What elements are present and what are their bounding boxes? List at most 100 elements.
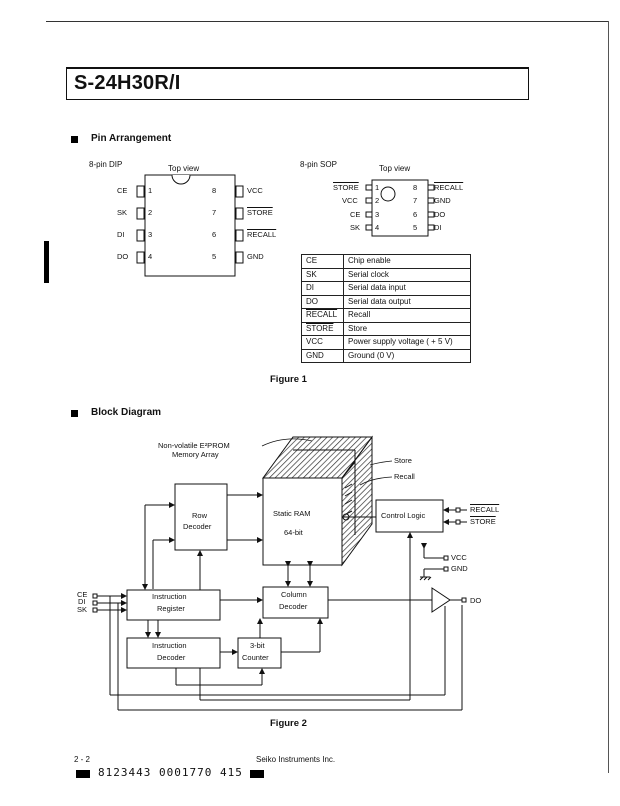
do-pin-label: DO xyxy=(470,596,482,605)
title-box xyxy=(66,67,529,100)
di-pin-label: DI xyxy=(78,597,86,606)
desc-cell: Power supply voltage ( + 5 V) xyxy=(343,335,471,350)
dip-pin-name: RECALL xyxy=(247,230,277,239)
counter-label: 3-bit xyxy=(250,641,265,650)
sop-pin-name: GND xyxy=(434,196,451,205)
desc-cell: Ground (0 V) xyxy=(343,348,471,363)
sop-label: 8-pin SOP xyxy=(300,160,337,169)
sop-package xyxy=(365,179,435,237)
barcode-mark xyxy=(250,770,264,778)
sop-pin-num: 3 xyxy=(375,210,380,219)
row-decoder-label: Decoder xyxy=(183,522,212,531)
dip-pin-num: 7 xyxy=(212,208,217,217)
instruction-register-block xyxy=(126,589,221,621)
store-pin-label: STORE xyxy=(470,517,496,526)
instruction-decoder-label: Decoder xyxy=(157,653,186,662)
dip-pin-name: CE xyxy=(117,186,128,195)
dip-pin-name: GND xyxy=(247,252,264,261)
dip-pin-name: VCC xyxy=(247,186,263,195)
sop-pin-name: DO xyxy=(434,210,446,219)
page-number: 2 - 2 xyxy=(74,755,91,764)
sop-pin-num: 5 xyxy=(413,223,418,232)
sram-label: Static RAM xyxy=(273,509,311,518)
company-name: Seiko Instruments Inc. xyxy=(256,755,336,764)
right-rule xyxy=(608,21,609,773)
page-title: S-24H30R/I xyxy=(74,72,181,94)
sop-pin-name: SK xyxy=(350,223,361,232)
sop-view-label: Top view xyxy=(379,164,411,173)
pin-cell: DI xyxy=(301,281,344,296)
desc-cell: Store xyxy=(343,321,471,336)
dip-pin-num: 1 xyxy=(148,186,153,195)
pin-cell: CE xyxy=(301,254,344,269)
desc-cell: Serial clock xyxy=(343,267,471,282)
dip-label: 8-pin DIP xyxy=(89,160,123,169)
dip-pin-name: SK xyxy=(117,208,128,217)
instruction-decoder-label: Instruction xyxy=(152,641,187,650)
dip-pin-name: DO xyxy=(117,252,129,261)
section-title-pin: Pin Arrangement xyxy=(91,133,172,144)
sop-pin-name: CE xyxy=(350,210,361,219)
counter-block xyxy=(237,637,282,669)
instruction-register-label: Register xyxy=(157,604,185,613)
sop-pin-num: 7 xyxy=(413,196,418,205)
eeprom-memory-array xyxy=(262,435,373,567)
memory-array-label: Memory Array xyxy=(172,450,219,459)
sop-pin-num: 2 xyxy=(375,196,380,205)
desc-cell: Serial data input xyxy=(343,281,471,296)
dip-package xyxy=(136,174,244,277)
top-rule xyxy=(46,21,609,22)
dip-pin-num: 4 xyxy=(148,252,153,261)
dip-pin-num: 8 xyxy=(212,186,217,195)
column-decoder-block xyxy=(262,586,329,619)
row-decoder-block xyxy=(174,483,228,551)
recall-pin-label: RECALL xyxy=(470,505,500,514)
vcc-label: VCC xyxy=(451,553,467,562)
sram-size-label: 64-bit xyxy=(284,528,303,537)
sop-pin-num: 8 xyxy=(413,183,418,192)
control-logic-block xyxy=(375,499,444,533)
desc-cell: Recall xyxy=(343,308,471,323)
dip-pin-num: 6 xyxy=(212,230,217,239)
row-decoder-label: Row xyxy=(192,511,208,520)
dip-pin-num: 2 xyxy=(148,208,153,217)
dip-pin-num: 3 xyxy=(148,230,153,239)
pin-cell: VCC xyxy=(301,335,344,350)
barcode-mark xyxy=(76,770,90,778)
section-bullet xyxy=(71,410,78,417)
control-logic-label: Control Logic xyxy=(381,511,426,520)
sop-pin-name: VCC xyxy=(342,196,358,205)
store-label: Store xyxy=(394,456,412,465)
sop-pin-num: 4 xyxy=(375,223,380,232)
pin-cell: RECALL xyxy=(301,308,344,323)
column-decoder-label: Column xyxy=(281,590,307,599)
dip-pin-name: DI xyxy=(117,230,125,239)
instruction-decoder-block xyxy=(126,637,221,669)
pin-cell: STORE xyxy=(301,321,344,336)
instruction-register-label: Instruction xyxy=(152,592,187,601)
dip-pin-num: 5 xyxy=(212,252,217,261)
section-title-block: Block Diagram xyxy=(91,407,162,418)
sop-pin-name: DI xyxy=(434,223,442,232)
column-decoder-label: Decoder xyxy=(279,602,308,611)
gnd-label: GND xyxy=(451,564,468,573)
sop-pin-num: 1 xyxy=(375,183,380,192)
barcode-number: 8123443 0001770 415 xyxy=(98,766,243,779)
sop-pin-num: 6 xyxy=(413,210,418,219)
sop-pin-name: RECALL xyxy=(434,183,464,192)
dip-view-label: Top view xyxy=(168,164,200,173)
ce-pin-label: CE xyxy=(77,590,88,599)
margin-bar xyxy=(44,241,49,283)
sk-pin-label: SK xyxy=(77,605,88,614)
figure-1-caption: Figure 1 xyxy=(270,374,307,385)
dip-pin-name: STORE xyxy=(247,208,273,217)
